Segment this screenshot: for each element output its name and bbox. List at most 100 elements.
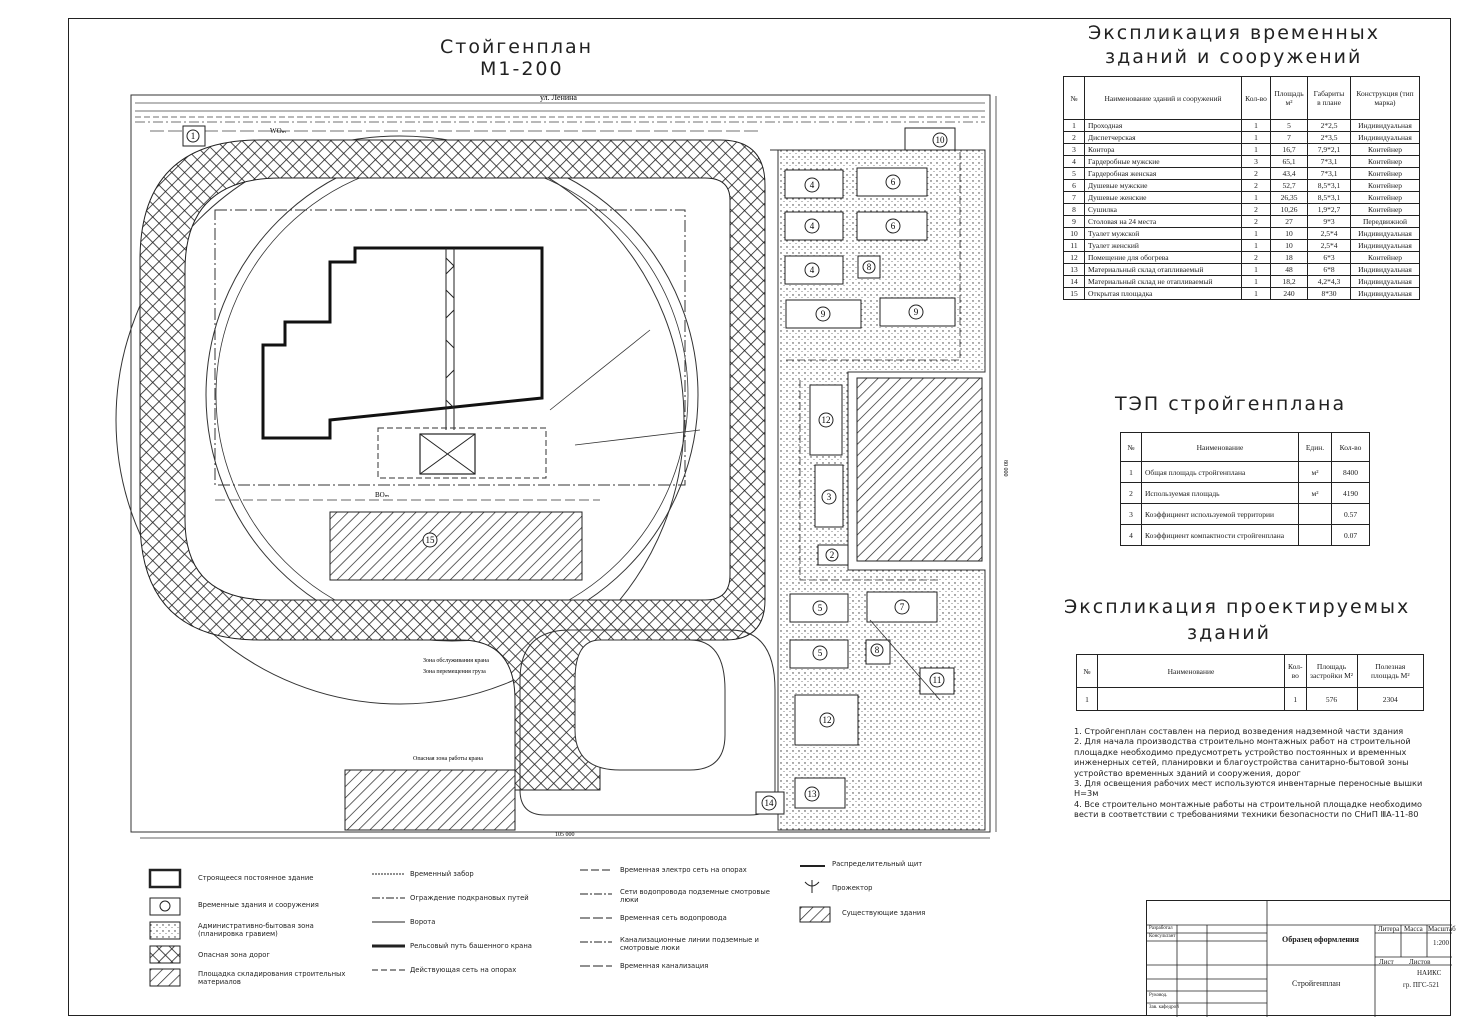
- building-number-tags: 4 6 4 6 4 8 9 9 10 12 3 2 5 7 5 8 11 12 …: [186, 129, 948, 811]
- table-cell: Туалет женский: [1084, 239, 1242, 252]
- site-boundary: [130, 94, 991, 833]
- table-cell: 576: [1305, 687, 1358, 711]
- table-cell: м²: [1298, 482, 1332, 504]
- table-cell: 2: [1120, 482, 1142, 504]
- turnaround-road: [519, 629, 776, 816]
- temporary-buildings: [182, 125, 956, 815]
- street-label: ул. Ленина: [540, 93, 577, 102]
- table-cell: 7*3,1: [1307, 155, 1351, 168]
- table-cell: 3: [1120, 503, 1142, 525]
- table-cell: Контейнер: [1350, 251, 1420, 264]
- table-cell: [1298, 524, 1332, 546]
- legend-road-danger: Опасная зона дорог: [198, 951, 270, 959]
- table-cell: 9: [1063, 215, 1085, 228]
- legend-temp-water: Временная сеть водопровода: [620, 914, 727, 922]
- stamp-org-2: гр. ПГС-521: [1403, 981, 1440, 989]
- table-cell: 1: [1063, 119, 1085, 132]
- note-1: 1. Стройгенплан составлен на период возв…: [1074, 726, 1404, 736]
- stamp-title: Образец оформления: [1282, 935, 1359, 944]
- tep-col-name: Наименование: [1141, 432, 1299, 462]
- stamp-role-1: Разработал: [1149, 926, 1173, 931]
- table-cell: Общая площадь стройгенплана: [1141, 461, 1299, 483]
- table-cell: 9*3: [1307, 215, 1351, 228]
- temp-buildings-title-2: зданий и сооружений: [1105, 46, 1363, 68]
- temp-buildings-table: № Наименование зданий и сооружений Кол-в…: [1063, 76, 1420, 300]
- wo-label: WOₘ: [270, 127, 286, 135]
- table-cell: 8400: [1331, 461, 1370, 483]
- table-cell: Сушилка: [1084, 203, 1242, 216]
- crane-tower-axis: [445, 248, 455, 430]
- legend-water-net: Сети водопровода подземные смотровые люк…: [620, 888, 770, 904]
- building-under-construction: [261, 246, 544, 440]
- road-danger-zone: [139, 139, 766, 791]
- table-cell: Контейнер: [1350, 155, 1420, 168]
- table-cell: Индивидуальная: [1350, 239, 1420, 252]
- tep-col-num: №: [1120, 432, 1142, 462]
- table-cell: 2: [1241, 167, 1271, 180]
- street-networks: [135, 102, 985, 132]
- svg-text:6: 6: [891, 177, 896, 187]
- table-cell: 16,7: [1270, 143, 1308, 156]
- notes: 1. Стройгенплан составлен на период возв…: [1074, 726, 1449, 820]
- temporary-networks: [215, 150, 961, 701]
- table-cell: Контейнер: [1350, 203, 1420, 216]
- svg-text:12: 12: [822, 415, 831, 425]
- table-cell: 5: [1063, 167, 1085, 180]
- table-cell: 2304: [1356, 687, 1425, 711]
- table-cell: 10: [1270, 239, 1308, 252]
- table-header-row: № Наименование Кол-во Площадь застройки …: [1076, 654, 1425, 688]
- table-cell: Открытая площадка: [1084, 287, 1242, 300]
- table-cell: [1298, 503, 1332, 525]
- crane-rail-fence: [214, 209, 686, 486]
- plan-title: Стойгенплан: [440, 36, 594, 58]
- table-cell: 10: [1063, 227, 1085, 240]
- table-cell: 12: [1063, 251, 1085, 264]
- stamp-role-3: Руковод.: [1149, 993, 1168, 998]
- legend-storage: Площадка складирования строительных мате…: [198, 970, 346, 986]
- table-cell: 6*8: [1307, 263, 1351, 276]
- table-cell: Коэффициент компактности стройгенплана: [1141, 524, 1299, 546]
- title-block: Литера Масса Масштаб 1:200 Лист Листов О…: [1146, 900, 1456, 1017]
- table-cell: 43,4: [1270, 167, 1308, 180]
- table-cell: 1: [1120, 461, 1142, 483]
- crane-danger-zone: [115, 135, 685, 705]
- col-num: №: [1063, 76, 1085, 120]
- table-cell: 0.07: [1331, 524, 1370, 546]
- table-cell: м²: [1298, 461, 1332, 483]
- table-cell: Проходная: [1084, 119, 1242, 132]
- table-cell: Контейнер: [1350, 143, 1420, 156]
- table-cell: 1: [1241, 263, 1271, 276]
- svg-text:14: 14: [765, 798, 775, 808]
- legend-floodlight: Прожектор: [832, 884, 873, 892]
- table-cell: 8,5*3,1: [1307, 191, 1351, 204]
- table-cell: Столовая на 24 места: [1084, 215, 1242, 228]
- table-cell: 2: [1241, 251, 1271, 264]
- table-cell: 5: [1270, 119, 1308, 132]
- proj-col-area: Площадь застройки М²: [1305, 654, 1358, 688]
- existing-building-bottom: [344, 769, 516, 831]
- stamp-role-2: Консультант: [1149, 934, 1176, 939]
- legend-temp-buildings: Временные здания и сооружения: [198, 901, 319, 909]
- table-cell: 1: [1241, 131, 1271, 144]
- table-cell: Гардеробная женская: [1084, 167, 1242, 180]
- table-cell: Туалет мужской: [1084, 227, 1242, 240]
- table-cell: 4,2*4,3: [1307, 275, 1351, 288]
- table-cell: Индивидуальная: [1350, 287, 1420, 300]
- tep-col-value: Кол-во: [1331, 432, 1370, 462]
- table-cell: 4190: [1331, 482, 1370, 504]
- legend-crane-fence: Ограждение подкрановых путей: [410, 894, 529, 902]
- table-cell: 3: [1063, 143, 1085, 156]
- svg-text:13: 13: [808, 789, 818, 799]
- col-name: Наименование зданий и сооружений: [1084, 76, 1242, 120]
- col-dims: Габариты в плане: [1307, 76, 1351, 120]
- table-cell: 1: [1241, 119, 1271, 132]
